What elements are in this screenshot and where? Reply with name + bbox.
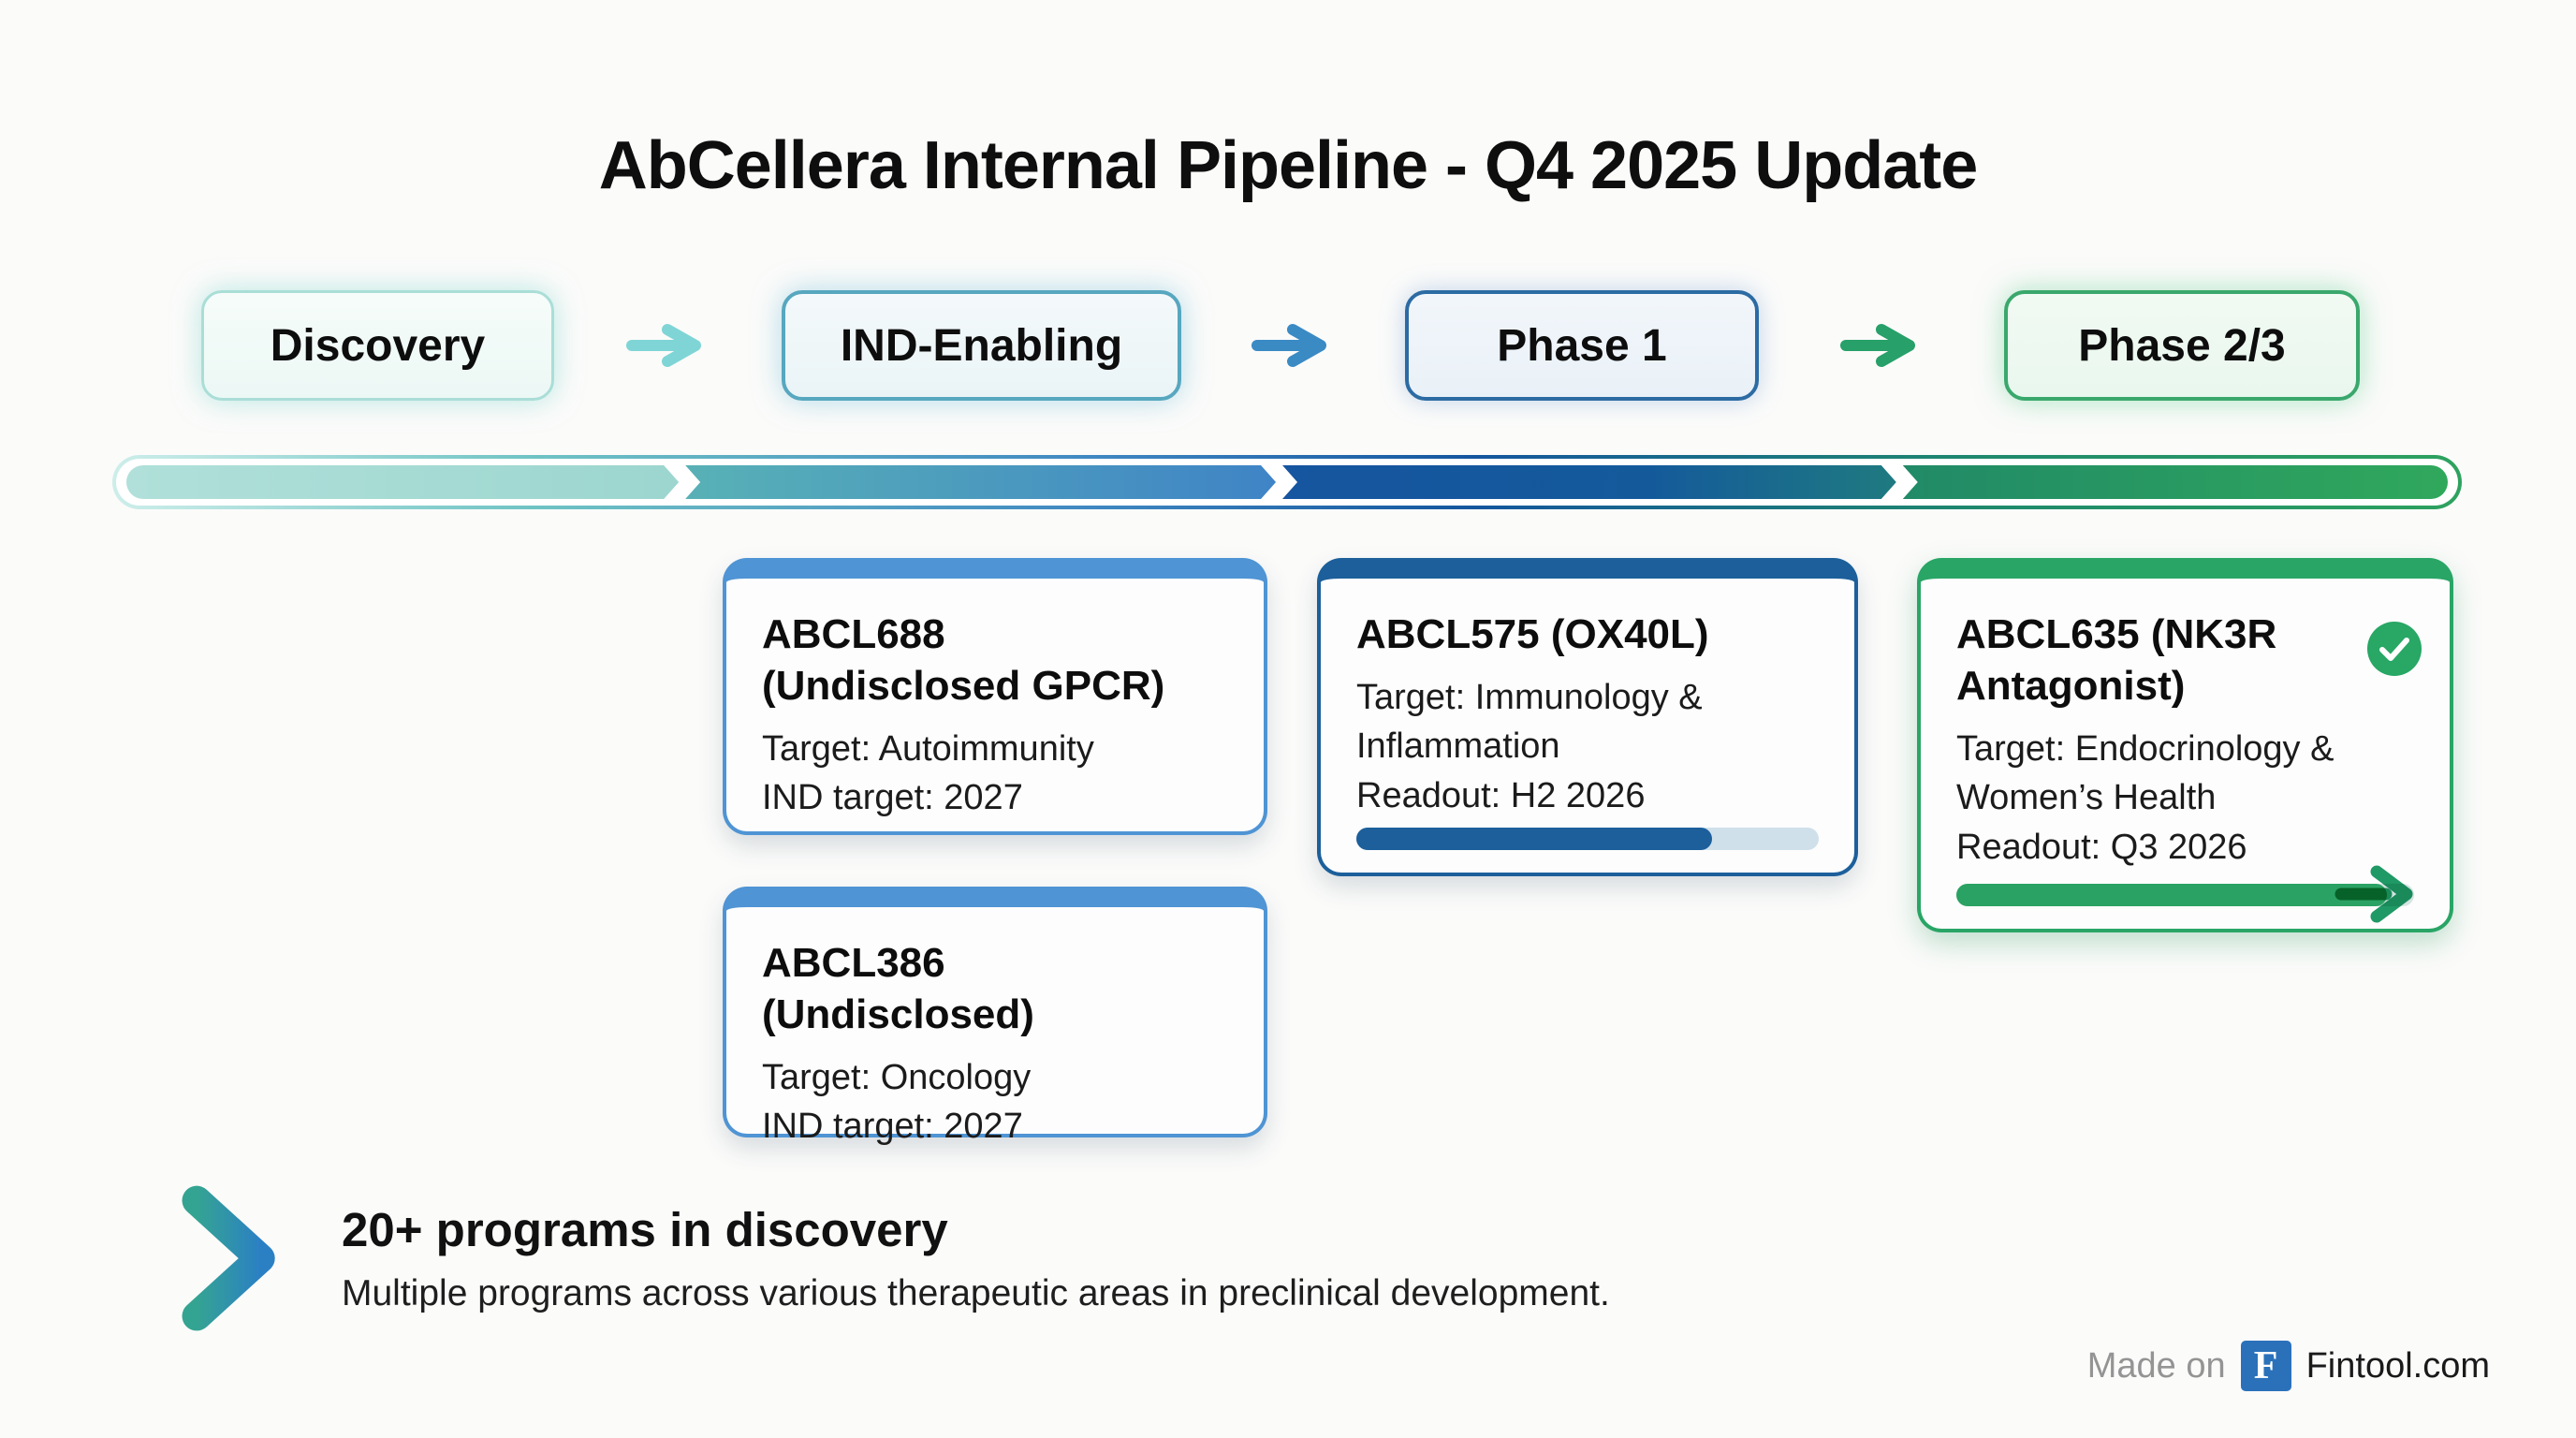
phase1-progress-track <box>1356 828 1819 850</box>
right-arrow-icon <box>626 324 701 367</box>
program-name: ABCL688 (Undisclosed GPCR) <box>762 611 1165 709</box>
program-target: Target: Immunology & Inflammation <box>1356 678 1703 767</box>
phase23-progress-track <box>1956 865 2414 923</box>
program-card-abcl688: ABCL688 (Undisclosed GPCR) Target: Autoi… <box>723 558 1267 835</box>
discovery-arrow-icon <box>118 1185 275 1331</box>
program-milestone: IND target: 2027 <box>762 1107 1023 1147</box>
program-name: ABCL635 (NK3R Antagonist) <box>1956 611 2277 709</box>
program-name: ABCL575 (OX40L) <box>1356 611 1709 657</box>
bar-segment-phase-1 <box>1282 465 1896 499</box>
program-card-abcl386: ABCL386 (Undisclosed) Target: Oncology I… <box>723 887 1267 1146</box>
fintool-logo: F <box>2240 1341 2291 1391</box>
right-arrow-icon <box>1840 324 1915 367</box>
pipeline-bar-segments <box>126 465 2448 499</box>
stage-badge-discovery: Discovery <box>201 290 554 401</box>
program-milestone: IND target: 2027 <box>762 778 1023 818</box>
bar-segment-phase-2-3 <box>1902 465 2448 499</box>
credit-site-link[interactable]: Fintool.com <box>2305 1345 2490 1386</box>
program-milestone: Readout: Q3 2026 <box>1956 827 2247 867</box>
page-title: AbCellera Internal Pipeline - Q4 2025 Up… <box>598 128 1979 204</box>
program-target: Target: Endocrinology & Women’s Health <box>1956 729 2334 818</box>
pipeline-progress-bar <box>112 455 2462 509</box>
bar-segment-discovery <box>126 465 679 499</box>
right-arrow-icon <box>1251 324 1326 367</box>
stage-badge-ind-enabling: IND-Enabling <box>782 290 1181 401</box>
bar-segment-ind-enabling <box>685 465 1276 499</box>
program-target: Target: Oncology <box>762 1058 1032 1097</box>
phase1-progress-fill <box>1356 828 1713 850</box>
program-card-abcl575: ABCL575 (OX40L) Target: Immunology & Inf… <box>1317 558 1858 876</box>
program-milestone: Readout: H2 2026 <box>1356 775 1646 815</box>
credit-line: Made on F Fintool.com <box>2087 1341 2490 1391</box>
stage-label: Discovery <box>270 320 486 371</box>
phase23-progress-fill <box>1956 884 2387 906</box>
stage-label: IND-Enabling <box>840 320 1123 371</box>
program-card-abcl635: ABCL635 (NK3R Antagonist) Target: Endocr… <box>1917 558 2453 932</box>
check-icon <box>2367 622 2422 676</box>
program-name: ABCL386 (Undisclosed) <box>762 940 1034 1037</box>
stage-label: Phase 2/3 <box>2078 320 2286 371</box>
credit-made-on: Made on <box>2086 1345 2226 1386</box>
stage-badge-phase-1: Phase 1 <box>1405 290 1759 401</box>
stage-label: Phase 1 <box>1497 320 1667 371</box>
program-target: Target: Autoimmunity <box>762 729 1094 769</box>
stage-badge-phase-2-3: Phase 2/3 <box>2004 290 2360 401</box>
discovery-note-subtext: Multiple programs across various therape… <box>342 1273 1610 1313</box>
progress-arrow-icon <box>2334 865 2413 923</box>
discovery-note-heading: 20+ programs in discovery <box>342 1203 948 1256</box>
